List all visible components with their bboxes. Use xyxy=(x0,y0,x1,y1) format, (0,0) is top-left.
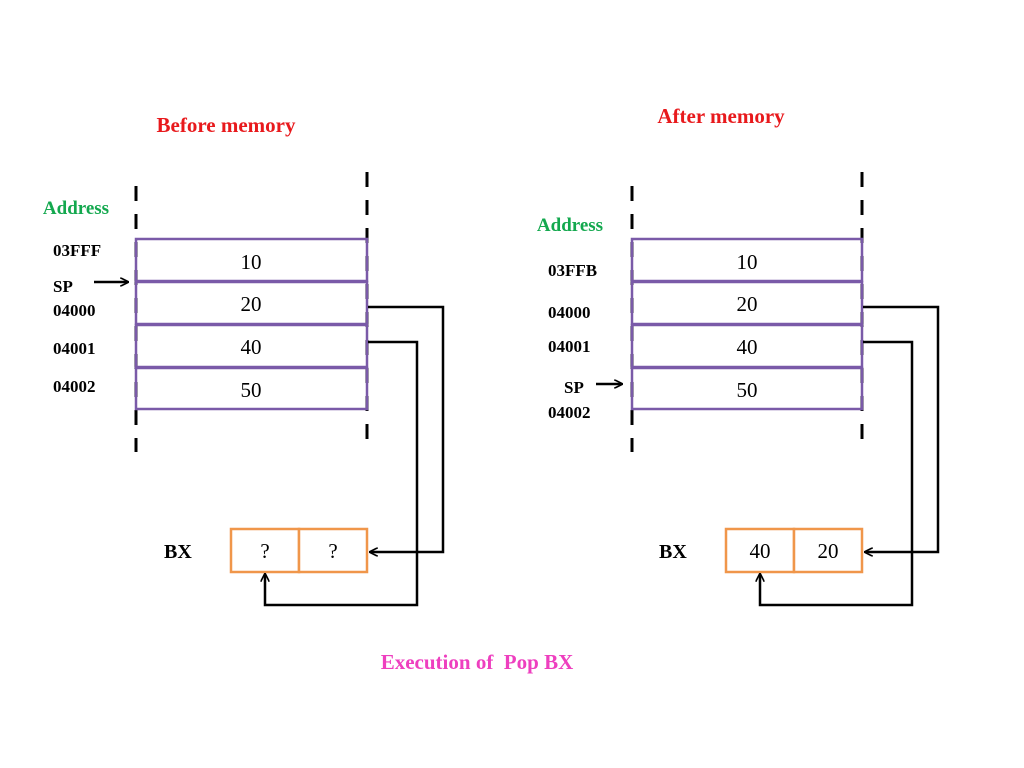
before-register-high xyxy=(229,527,301,574)
after-sp-label: SP xyxy=(564,378,584,397)
after-cell-value: 20 xyxy=(737,292,758,316)
before-address-label: 04002 xyxy=(53,377,96,396)
before-sp-label: SP xyxy=(53,277,73,296)
after-register-low xyxy=(792,527,864,574)
after-transfer-arrow-low xyxy=(863,305,940,552)
after-panel: After memory Address 10 20 40 50 03FFB 0… xyxy=(537,104,940,607)
before-panel: Before memory Address 10 20 40 50 03FFF … xyxy=(43,113,445,607)
after-register-value: 40 xyxy=(750,539,771,563)
before-address-header: Address xyxy=(43,198,109,219)
before-cell-value: 40 xyxy=(241,335,262,359)
after-address-header: Address xyxy=(537,215,603,236)
after-transfer-arrow-high xyxy=(760,340,914,607)
after-address-label: 03FFB xyxy=(548,261,597,280)
before-register-value: ? xyxy=(328,539,337,563)
before-cell-value: 50 xyxy=(241,378,262,402)
before-register-label: BX xyxy=(164,541,192,563)
after-register-high xyxy=(724,527,796,574)
before-address-label: 04000 xyxy=(53,301,96,320)
diagram-caption: Execution of Pop BX xyxy=(381,650,574,674)
before-memory-cell xyxy=(134,366,369,411)
before-transfer-arrow-low xyxy=(368,305,445,552)
after-address-label: 04001 xyxy=(548,337,591,356)
after-register-label: BX xyxy=(659,541,687,563)
after-cell-value: 50 xyxy=(737,378,758,402)
before-transfer-arrow-high xyxy=(265,340,419,607)
after-memory-cell xyxy=(630,366,864,411)
before-cell-value: 10 xyxy=(241,250,262,274)
after-address-label: 04000 xyxy=(548,303,591,322)
after-address-label: 04002 xyxy=(548,403,591,422)
before-register-low xyxy=(297,527,369,574)
after-register-value: 20 xyxy=(818,539,839,563)
before-title: Before memory xyxy=(157,113,296,137)
after-title: After memory xyxy=(657,104,785,128)
before-address-label: 03FFF xyxy=(53,241,101,260)
before-cell-value: 20 xyxy=(241,292,262,316)
after-cell-value: 40 xyxy=(737,335,758,359)
after-cell-value: 10 xyxy=(737,250,758,274)
before-register-value: ? xyxy=(260,539,269,563)
before-address-label: 04001 xyxy=(53,339,96,358)
